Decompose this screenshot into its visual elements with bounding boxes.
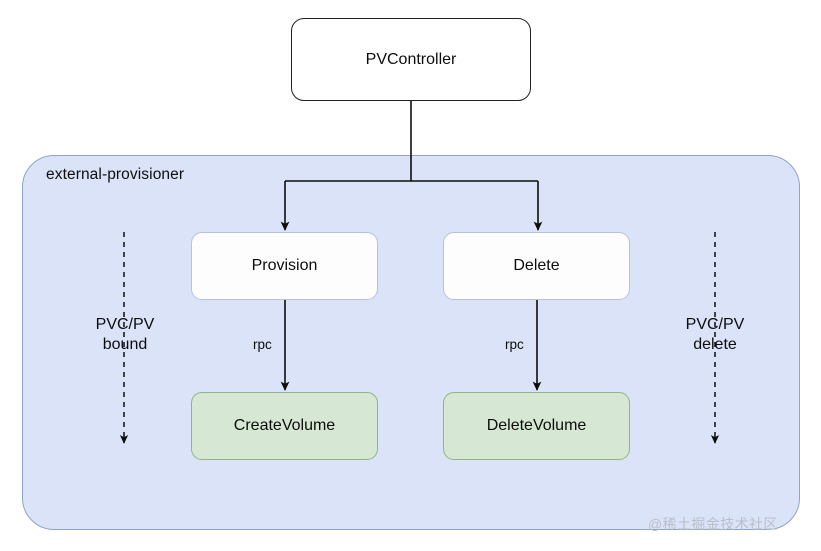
side-label-pvc-pv-bound-line2: bound — [102, 336, 148, 353]
node-provision[interactable]: Provision — [191, 232, 378, 300]
external-provisioner-group — [22, 155, 800, 530]
side-label-pvc-pv-bound-line1: PVC/PV — [95, 316, 155, 333]
node-createvolume[interactable]: CreateVolume — [191, 392, 378, 460]
node-pvcontroller[interactable]: PVController — [291, 18, 531, 101]
external-provisioner-label: external-provisioner — [46, 166, 185, 183]
side-label-pvc-pv-delete-line2: delete — [693, 336, 737, 353]
node-delete[interactable]: Delete — [443, 232, 630, 300]
edge-label-rpc-right: rpc — [505, 337, 524, 352]
side-label-pvc-pv-delete-line1: PVC/PV — [685, 316, 745, 333]
node-deletevolume[interactable]: DeleteVolume — [443, 392, 630, 460]
edge-label-rpc-left: rpc — [253, 337, 272, 352]
side-label-pvc-pv-bound: PVC/PV bound — [50, 315, 200, 355]
watermark: @稀土掘金技术社区 — [648, 516, 778, 532]
side-label-pvc-pv-delete: PVC/PV delete — [640, 315, 790, 355]
